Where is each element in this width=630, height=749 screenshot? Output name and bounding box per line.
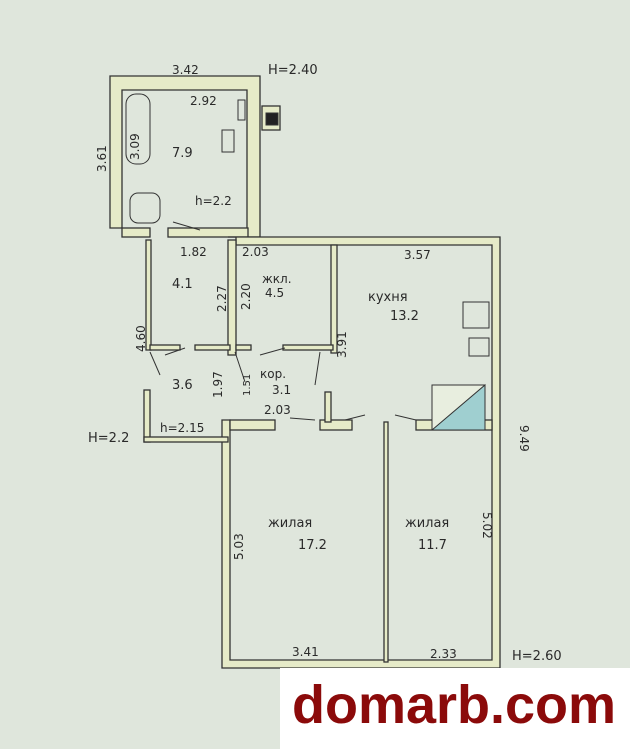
door-swings <box>149 221 417 421</box>
pantry-left-wall <box>227 239 237 356</box>
room-name: жкл. <box>262 272 292 286</box>
dim-annex-top-outer: 3.42 <box>172 63 199 77</box>
washing-machine-icon <box>221 129 235 153</box>
dim-hall-left: 4.60 <box>134 325 148 352</box>
annex-bottom-wall-right <box>167 227 249 238</box>
porch-left-wall <box>143 389 151 443</box>
hall-left-wall <box>145 239 152 351</box>
dim-annex-top-inner: 2.92 <box>190 94 217 108</box>
annex-inner-height: h=2.2 <box>195 194 232 208</box>
toilet-icon <box>129 192 161 224</box>
dim-living2-right: 5.02 <box>480 512 494 539</box>
room-name: кухня <box>368 290 408 305</box>
dim-annex-left-outer: 3.61 <box>95 145 109 172</box>
watermark-banner: domarb.com <box>280 668 630 749</box>
bathtub-icon <box>125 93 151 165</box>
partition <box>229 419 276 431</box>
dim-hall-top: 1.82 <box>180 245 207 259</box>
dim-living1-bottom: 3.41 <box>292 645 319 659</box>
kitchen-left-wall <box>330 244 338 354</box>
room-area: 3.6 <box>172 378 193 393</box>
porch-bottom-wall <box>143 436 229 443</box>
dim-pantry-right: 3.91 <box>335 331 349 358</box>
annex-bottom-wall-left <box>121 227 151 238</box>
dim-kitchen-top: 3.57 <box>404 248 431 262</box>
fixtures <box>125 93 490 431</box>
dim-pantry-left: 2.20 <box>239 283 253 310</box>
dim-pantry-top: 2.03 <box>242 245 269 259</box>
partition <box>149 344 181 351</box>
dim-hall-right: 2.27 <box>215 285 229 312</box>
porch-outer-height: H=2.2 <box>88 431 129 446</box>
stove-shading <box>430 383 486 431</box>
partition <box>235 344 252 351</box>
dim-living2-bottom: 2.33 <box>430 647 457 661</box>
dim-annex-left-inner: 3.09 <box>128 133 142 160</box>
walls <box>109 75 501 669</box>
room-area: 13.2 <box>390 309 419 324</box>
partition <box>194 344 231 351</box>
main-outer-wall <box>221 236 501 669</box>
room-area: 4.1 <box>172 277 193 292</box>
cooktop-icon <box>462 301 490 329</box>
dim-porch-depth: 1.97 <box>211 371 225 398</box>
main-height: H=2.60 <box>512 649 562 664</box>
room-area: 3.1 <box>272 383 291 397</box>
boiler-icon <box>237 99 246 121</box>
dim-living1-left: 5.03 <box>232 533 246 560</box>
room-name: жилая <box>268 516 312 531</box>
room-area: 4.5 <box>265 286 284 300</box>
room-area: 7.9 <box>172 146 193 161</box>
dim-corridor-width: 2.03 <box>264 403 291 417</box>
room-name: кор. <box>260 367 286 381</box>
bedroom-divider-wall <box>383 421 389 663</box>
annex-wall <box>109 75 261 238</box>
dim-corridor-left: 1.51 <box>242 374 253 396</box>
porch-height: h=2.15 <box>160 421 204 435</box>
room-name: жилая <box>405 516 449 531</box>
sink-icon <box>468 337 490 357</box>
dim-main-right: 9.49 <box>517 425 531 452</box>
annex-height: H=2.40 <box>268 63 318 78</box>
partition <box>319 419 353 431</box>
watermark-text: domarb.com <box>292 675 617 735</box>
chimney-flue-icon <box>265 112 279 126</box>
room-area: 17.2 <box>298 538 327 553</box>
partition <box>282 344 334 351</box>
partition <box>324 391 332 423</box>
room-area: 11.7 <box>418 538 447 553</box>
